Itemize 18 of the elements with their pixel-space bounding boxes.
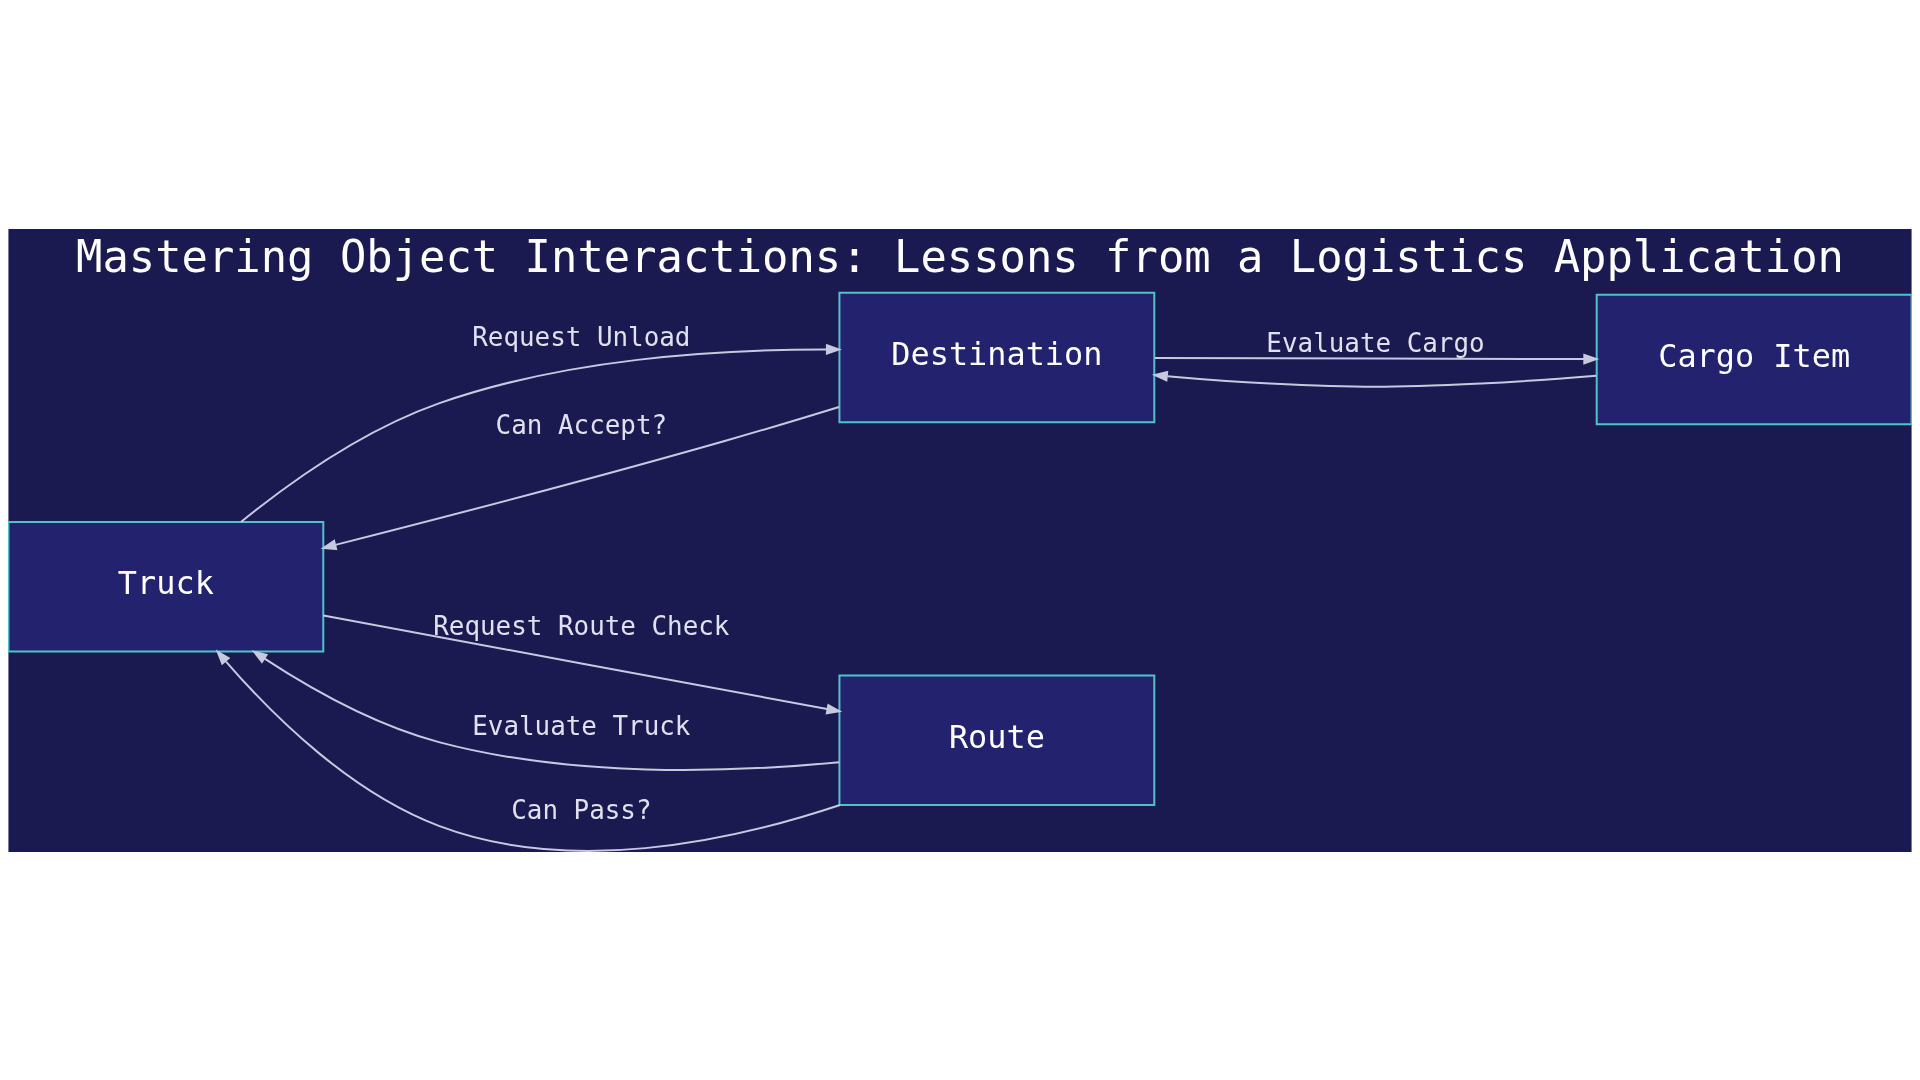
edge-label: Can Pass? bbox=[511, 794, 652, 825]
diagram-title: Mastering Object Interactions: Lessons from a Logistics Application bbox=[76, 230, 1844, 282]
arrow bbox=[251, 649, 841, 771]
edge-label: Request Unload bbox=[472, 321, 691, 352]
arrow bbox=[1151, 370, 1598, 388]
edge-label: Evaluate Cargo bbox=[1266, 327, 1485, 358]
arrow bbox=[322, 614, 843, 714]
arrow bbox=[239, 343, 842, 523]
node-box: Truck bbox=[8, 520, 325, 652]
edge-label: Can Accept? bbox=[495, 409, 668, 440]
arrow bbox=[1153, 353, 1600, 365]
node-box: Route bbox=[838, 673, 1156, 806]
edge-label: Request Route Check bbox=[433, 610, 730, 641]
arrow bbox=[320, 405, 840, 550]
node-box: Cargo Item bbox=[1595, 293, 1912, 425]
arrow bbox=[215, 649, 842, 852]
edge-label: Evaluate Truck bbox=[472, 710, 691, 741]
node-box: Destination bbox=[838, 291, 1156, 423]
